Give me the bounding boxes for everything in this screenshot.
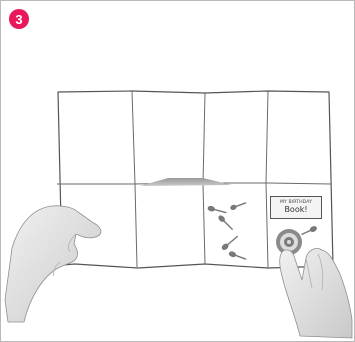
step-number-badge: 3 (9, 9, 29, 29)
step-number: 3 (15, 12, 22, 27)
book-title-label: MY BIRTHDAY Book! (270, 196, 322, 219)
right-hand-illustration (280, 248, 352, 338)
book-label-line2: Book! (284, 206, 307, 214)
